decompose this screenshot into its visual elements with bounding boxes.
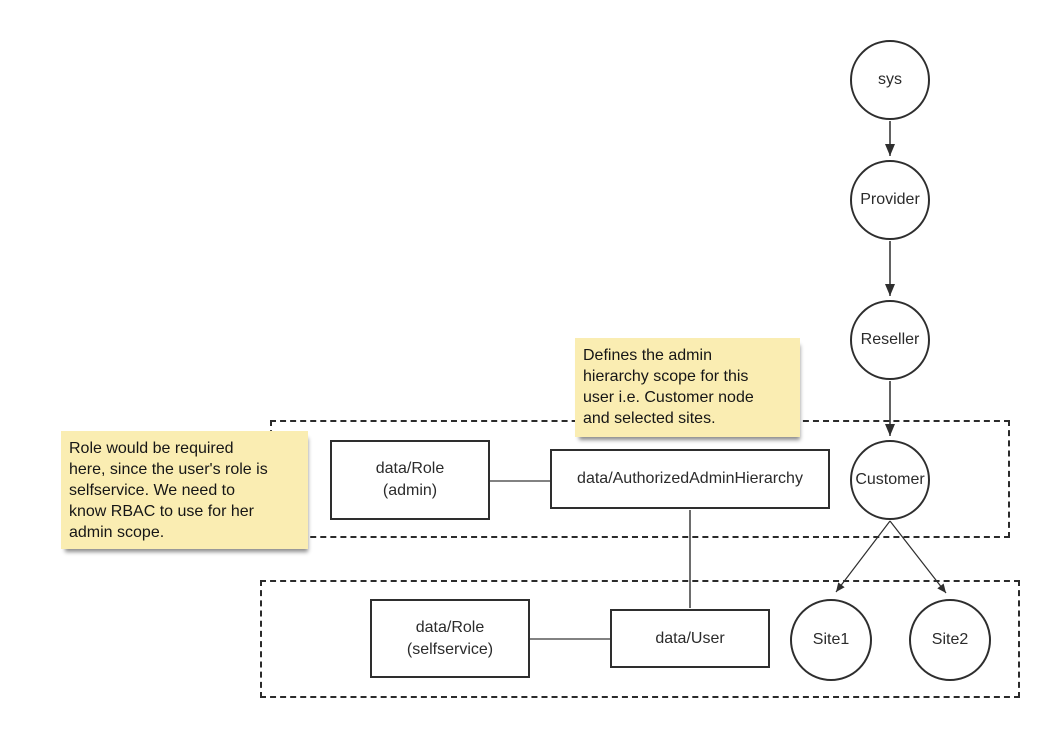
node-site1: Site1 [790, 599, 872, 681]
node-sys: sys [850, 40, 930, 120]
note-line: here, since the user's role is [69, 461, 268, 478]
box-authorized-admin-hierarchy: data/AuthorizedAdminHierarchy [550, 449, 830, 509]
edge-customer-site2 [889, 520, 947, 594]
node-provider: Provider [850, 160, 930, 240]
sticky-note-role-required: Role would be required here, since the u… [61, 431, 308, 549]
box-role-selfservice: data/Role (selfservice) [370, 599, 530, 678]
note-line: and selected sites. [583, 410, 716, 427]
box-role-admin-label-line2: (admin) [382, 482, 438, 499]
node-reseller-label: Reseller [860, 331, 920, 348]
note-line: Role would be required [69, 440, 234, 457]
box-user-label: data/User [655, 629, 725, 647]
box-role-admin-label-line1: data/Role [375, 460, 445, 477]
box-user: data/User [610, 609, 770, 668]
box-authorized-admin-hierarchy-label: data/AuthorizedAdminHierarchy [577, 470, 803, 487]
node-sys-label: sys [878, 71, 902, 88]
note-line: user i.e. Customer node [583, 389, 754, 406]
note-line: Defines the admin [583, 347, 712, 364]
node-site2-label: Site2 [931, 631, 969, 648]
note-line: hierarchy scope for this [583, 368, 749, 385]
node-customer-label: Customer [855, 471, 925, 488]
node-customer: Customer [850, 440, 930, 520]
node-site1-label: Site1 [812, 631, 850, 648]
note-line: know RBAC to use for her [69, 503, 254, 520]
box-role-selfservice-label-line1: data/Role [415, 618, 485, 636]
box-role-admin: data/Role (admin) [330, 440, 490, 520]
note-line: selfservice. We need to [69, 482, 236, 499]
box-role-selfservice-label-line2: (selfservice) [406, 640, 494, 658]
node-site2: Site2 [909, 599, 991, 681]
node-provider-label: Provider [860, 191, 920, 208]
user-scope-region [260, 580, 1020, 698]
node-reseller: Reseller [850, 300, 930, 380]
edge-customer-site1 [835, 520, 891, 593]
sticky-note-admin-hierarchy-scope: Defines the admin hierarchy scope for th… [575, 338, 800, 437]
note-line: admin scope. [69, 524, 165, 541]
